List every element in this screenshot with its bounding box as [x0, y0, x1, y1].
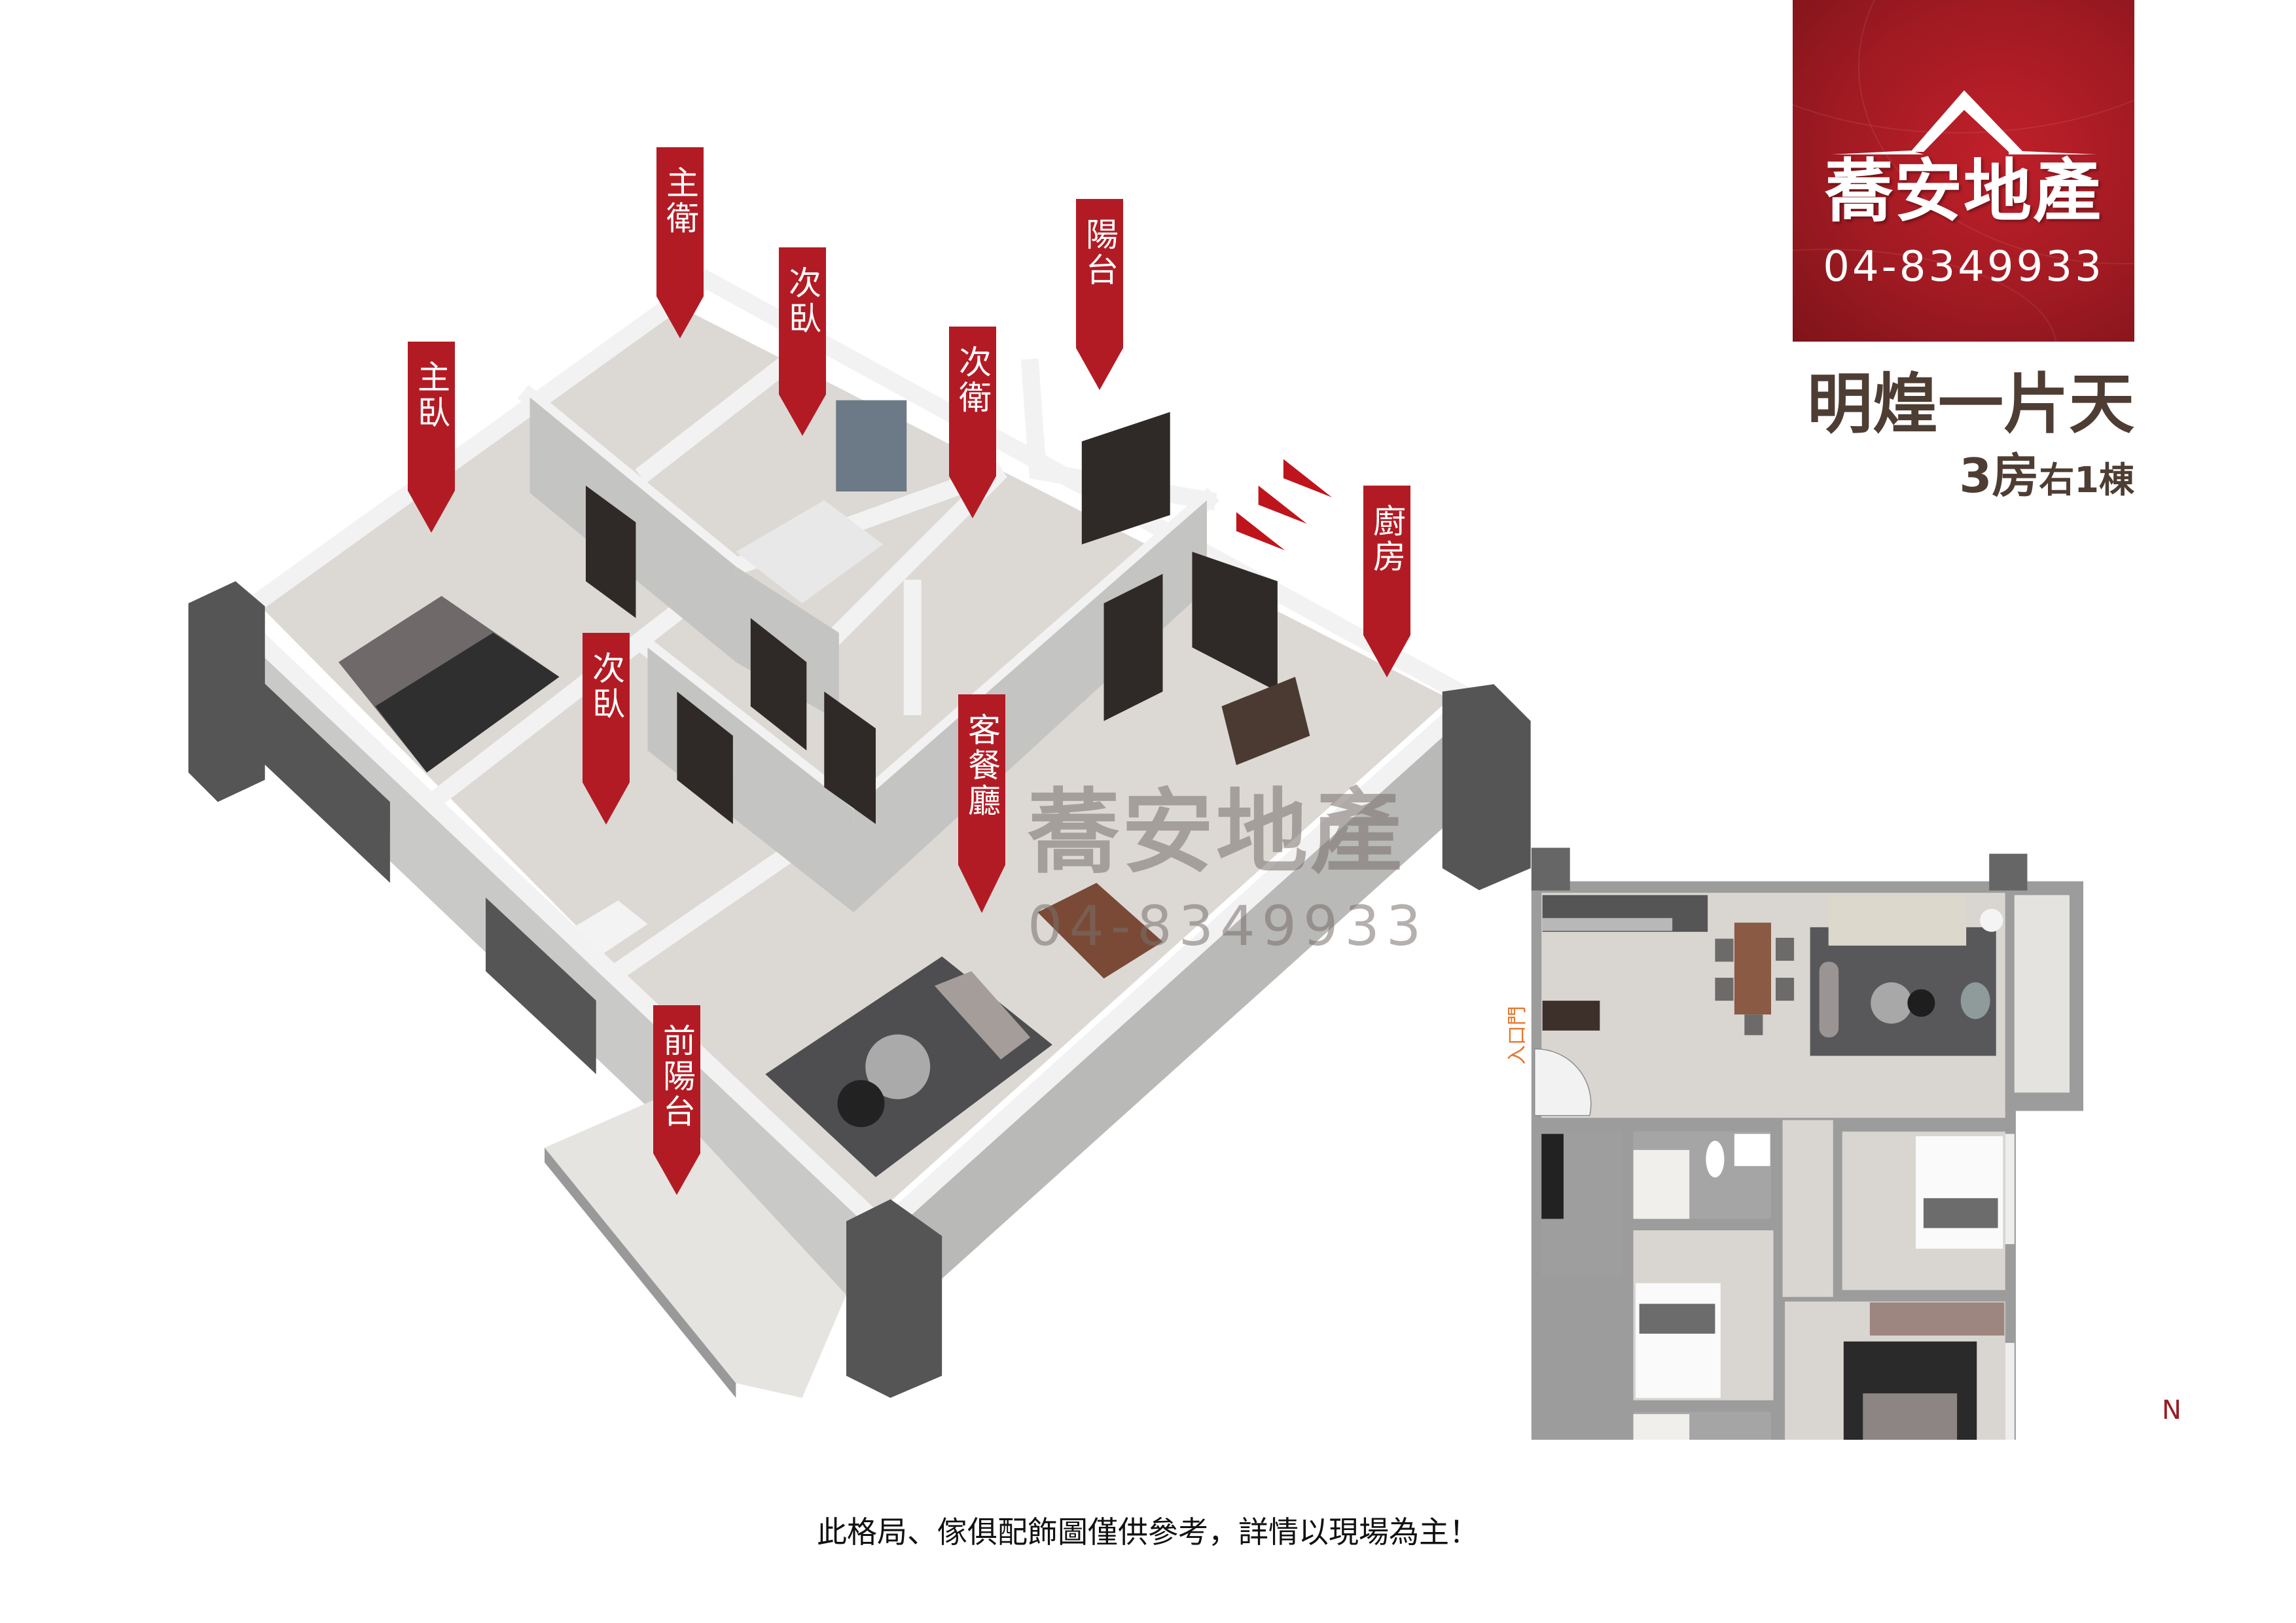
window — [486, 897, 596, 1075]
bed — [1863, 1393, 1958, 1440]
watermark-brand: 蕎安地產 — [1028, 779, 1405, 886]
door — [585, 485, 636, 618]
room-label-kitchen: 廚房 — [1363, 486, 1410, 677]
ottoman — [1819, 961, 1839, 1038]
wall — [223, 269, 1484, 711]
sofa — [934, 971, 1031, 1060]
entrance-label: 入口門 — [1506, 1006, 1529, 1065]
vanity — [1734, 1133, 1770, 1166]
wardrobe — [1869, 1302, 2005, 1336]
unit-rooms: 3房 — [1959, 448, 2039, 503]
wardrobe — [1541, 1133, 1564, 1219]
entrance-chevron-icon — [1283, 459, 1333, 497]
kitchen-worktop — [1542, 918, 1673, 931]
exterior-wall-right — [883, 706, 1472, 1332]
dining-table — [1734, 922, 1771, 1015]
bed-cover — [375, 632, 560, 773]
room-label-master-bath: 主衛 — [656, 147, 704, 338]
room-label-master-bedroom: 主臥 — [408, 342, 455, 533]
north-label: N — [2162, 1395, 2181, 1425]
column — [1531, 847, 1570, 891]
entrance-door — [1534, 1048, 1592, 1116]
hallway — [1782, 1120, 1833, 1297]
bed — [1915, 1136, 2003, 1249]
window — [2005, 1133, 2015, 1245]
unit-type: 3房右1棟 — [1800, 448, 2134, 504]
project-title: 明煌一片天 — [1807, 366, 2134, 442]
bed-throw — [1639, 1304, 1715, 1334]
watermark-phone: 04-8349933 — [1028, 894, 1428, 958]
window — [2005, 1342, 2015, 1440]
window — [257, 677, 390, 883]
dining-table — [1037, 883, 1163, 979]
armchair — [1960, 982, 1990, 1020]
room-label-second-bath: 次衛 — [949, 327, 996, 518]
room-label-balcony: 陽台 — [1076, 199, 1123, 390]
unit-building: 右1棟 — [2039, 459, 2134, 501]
entrance-chevron-icon — [1258, 485, 1307, 524]
bed — [736, 500, 884, 603]
coffee-table — [837, 1080, 885, 1128]
door — [824, 691, 876, 825]
cabinet — [1542, 1001, 1600, 1031]
shower — [1633, 1414, 1690, 1440]
balcony-rail — [545, 1147, 736, 1398]
coffee-table — [1871, 982, 1912, 1024]
entrance-chevron-icon — [1236, 512, 1285, 550]
column — [1442, 684, 1531, 891]
disclaimer: 此格局、傢俱配飾圖僅供參考，詳情以現場為主！ — [817, 1514, 1479, 1550]
column — [1989, 853, 2028, 891]
shower — [1633, 1150, 1690, 1219]
brand-phone: 04-8349933 — [1823, 243, 2104, 291]
front-balcony — [545, 1096, 847, 1398]
column — [188, 581, 265, 802]
door — [1081, 412, 1170, 544]
door — [1103, 573, 1163, 721]
sideboard — [1221, 677, 1310, 766]
sink — [574, 901, 648, 954]
room-label-living-dining: 客餐廳 — [958, 694, 1005, 913]
bed — [1636, 1283, 1721, 1399]
coffee-table — [865, 1034, 931, 1099]
brand-logo: 蕎安地產 04-8349933 — [1793, 0, 2134, 342]
door — [1192, 552, 1278, 692]
floor-plan-2d — [1531, 847, 2084, 1440]
roof-icon — [1832, 90, 2097, 154]
room-label-second-bedroom: 次臥 — [779, 247, 826, 436]
window — [836, 400, 907, 491]
room-label-front-balcony: 前陽台 — [653, 1005, 700, 1195]
balcony — [2014, 895, 2070, 1093]
lamp — [1980, 908, 2003, 932]
column — [846, 1199, 942, 1398]
room-label-third-bedroom: 次臥 — [583, 633, 630, 825]
sofa — [1828, 895, 1967, 946]
bed-throw — [1923, 1198, 1998, 1228]
brand-name: 蕎安地產 — [1824, 151, 2102, 231]
toilet — [1706, 1141, 1725, 1178]
wall — [635, 355, 793, 484]
side-table — [1907, 989, 1935, 1017]
